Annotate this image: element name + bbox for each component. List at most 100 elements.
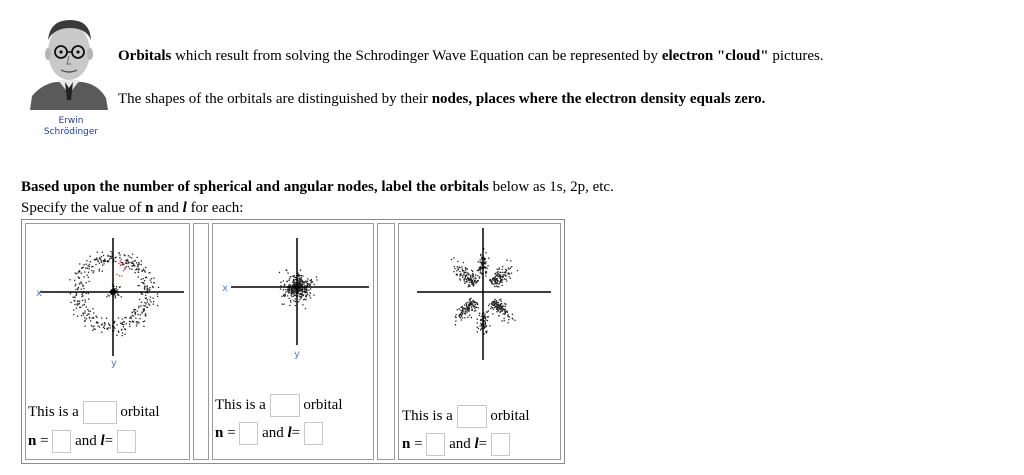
cloud-dot [497,286,499,288]
orbital-3-l-input[interactable] [490,433,510,456]
cloud-dot [508,276,510,278]
cloud-dot [92,308,94,310]
cloud-dot [136,310,139,312]
cloud-dot [300,285,303,287]
cloud-dot [148,289,150,291]
cloud-dot [299,290,302,292]
cloud-dot [116,324,118,326]
cloud-dot [74,296,76,299]
cloud-dot [111,255,113,257]
cloud-dot [137,266,139,268]
orbital-1-n-eq: = [40,432,49,449]
cloud-dot [501,281,503,283]
cloud-dot [87,292,89,295]
cloud-dot [484,315,486,317]
cloud-dot [501,309,503,311]
cloud-dot [84,299,86,301]
cloud-dot [125,265,128,268]
cloud-dot [119,254,121,256]
orbital-2-n-input[interactable] [239,422,259,445]
cloud-dot [305,280,307,282]
cloud-dot [80,288,82,290]
cloud-dot [483,326,486,328]
cloud-dot [454,324,456,326]
cloud-dot [465,302,468,304]
cloud-dot [77,286,80,289]
cloud-dot [133,260,135,262]
cloud-dot [485,332,488,334]
cloud-dot [146,285,148,287]
cloud-dot [474,306,476,308]
orbital-1-type-input[interactable] [82,401,117,424]
cloud-dot [98,268,100,270]
cloud-dot [496,283,499,285]
cloud-dot [131,257,133,259]
orbital-1-l-input[interactable] [116,430,136,453]
orbital-2-type-input[interactable] [269,394,300,417]
cloud-dot [133,315,135,317]
cloud-dot [299,279,301,281]
cloud-dot [74,279,76,281]
cloud-dot [297,288,300,290]
cloud-dot [294,301,297,303]
cloud-dot [459,275,461,277]
orbital-2-l-input[interactable] [303,422,323,445]
cloud-dot [77,288,79,291]
cloud-dot [78,283,81,285]
cloud-dot [495,308,498,310]
cloud-dot [86,260,88,262]
cloud-dot [471,269,473,271]
cloud-dot [107,327,109,329]
cloud-dot [120,258,122,260]
cloud-dot [293,279,295,281]
cloud-dot [505,272,507,274]
cloud-dot [124,328,126,331]
cloud-dot [123,321,125,323]
cloud-dot [495,300,498,302]
cloud-dot [469,279,472,281]
cloud-dot [467,301,469,303]
cloud-dot [474,301,476,303]
cloud-dot [507,267,510,269]
orbital-1-cloud: x y [36,238,184,369]
cloud-dot [145,303,147,305]
cloud-dot [124,333,126,335]
cloud-dot [143,304,145,307]
cloud-dot [96,321,98,324]
cloud-dot [477,327,480,330]
orbital-1-n-input[interactable] [52,430,72,453]
cloud-dot [157,304,159,307]
cloud-dot [459,270,461,273]
cloud-dot [98,326,101,328]
cloud-dot [462,310,464,312]
orbital-3-type-input[interactable] [456,405,487,428]
cloud-dot [294,288,296,290]
cloud-dot [455,317,457,319]
instruction-l: l [182,200,187,216]
cloud-dot [104,327,106,330]
cloud-dot [506,269,508,271]
cloud-dot [495,300,497,303]
cloud-dot [300,277,302,279]
cloud-dot [139,318,141,320]
cloud-dot [88,263,91,266]
cloud-dot [88,268,90,270]
cloud-dot [494,280,496,283]
cloud-dot [145,313,147,315]
cloud-dot [462,307,464,309]
cloud-dot [103,322,106,324]
orbital-3-n-input[interactable] [426,433,446,456]
cloud-dot [140,278,142,280]
cloud-dot [73,309,75,311]
cloud-dot [298,282,300,284]
cloud-dot [102,326,105,329]
cloud-dot [122,323,124,325]
cloud-dot [499,281,501,283]
cloud-dot [495,285,497,287]
cloud-dot [305,299,307,301]
cloud-dot [97,325,99,327]
orbital-2-l-eq: = [291,424,301,441]
cloud-dot [465,281,467,283]
cloud-dot [462,269,464,272]
cloud-dot [157,286,160,288]
